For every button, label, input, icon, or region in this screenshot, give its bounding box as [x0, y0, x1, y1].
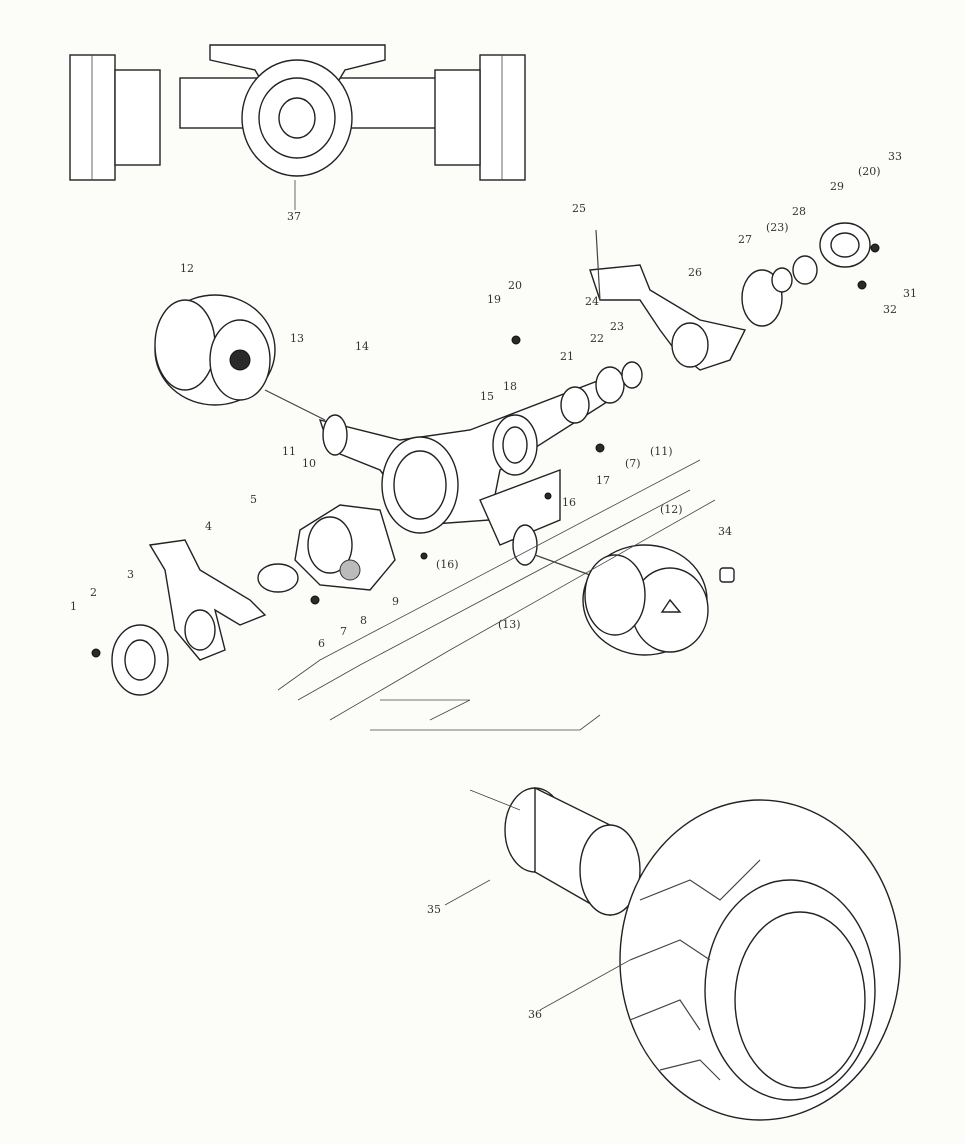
- callout-27: 27: [738, 233, 752, 246]
- callout-7: 7: [340, 625, 347, 638]
- callout-3: 3: [127, 568, 134, 581]
- callout-19: 19: [487, 293, 501, 306]
- callout-p12: (12): [660, 503, 683, 516]
- callout-37: 37: [287, 210, 301, 223]
- callout-28: 28: [792, 205, 806, 218]
- callout-p16: (16): [436, 558, 459, 571]
- callout-34: 34: [718, 525, 732, 538]
- callout-1: 1: [70, 600, 77, 613]
- differential-drawing: [257, 504, 396, 593]
- callout-22: 22: [590, 332, 604, 345]
- callout-23: 23: [610, 320, 624, 333]
- wheel-rim-drawing: [504, 786, 641, 917]
- callout-17: 17: [596, 474, 610, 487]
- callout-32: 32: [883, 303, 897, 316]
- callout-p20: (20): [858, 165, 881, 178]
- callout-31: 31: [903, 287, 917, 300]
- callout-20: 20: [508, 279, 522, 292]
- callout-12: 12: [180, 262, 194, 275]
- callout-25: 25: [572, 202, 586, 215]
- wheel-reducer-left-drawing: [154, 294, 276, 406]
- callout-p13: (13): [498, 618, 521, 631]
- axle-housing-drawing: [264, 379, 611, 576]
- callout-26: 26: [688, 266, 702, 279]
- callout-4: 4: [205, 520, 212, 533]
- callout-15: 15: [480, 390, 494, 403]
- support-bracket-right-drawing: [589, 264, 747, 371]
- wheel-reducer-right-drawing: [582, 544, 709, 656]
- callout-33: 33: [888, 150, 902, 163]
- support-bracket-left-drawing: [148, 539, 267, 661]
- callout-6: 6: [318, 637, 325, 650]
- tire-drawing: [619, 799, 901, 1121]
- callout-21: 21: [560, 350, 574, 363]
- callout-10: 10: [302, 457, 316, 470]
- callout-labels: 1 2 3 4 5 6 7 8 9 10 11 12 13 14 15 16 1…: [70, 150, 917, 1021]
- callout-14: 14: [355, 340, 369, 353]
- callout-11: 11: [282, 445, 296, 458]
- callout-2: 2: [90, 586, 97, 599]
- callout-29: 29: [830, 180, 844, 193]
- callout-18: 18: [503, 380, 517, 393]
- callout-8: 8: [360, 614, 367, 627]
- seals-and-washers-drawing: [91, 222, 880, 696]
- callout-p11: (11): [650, 445, 673, 458]
- leader-lines: [277, 180, 716, 1011]
- callout-13: 13: [290, 332, 304, 345]
- callout-24: 24: [585, 295, 599, 308]
- callout-p23: (23): [766, 221, 789, 234]
- callout-p7: (7): [625, 457, 641, 470]
- assembled-axle-drawing: [69, 44, 526, 181]
- callout-36: 36: [528, 1008, 542, 1021]
- callout-16: 16: [562, 496, 576, 509]
- callout-9: 9: [392, 595, 399, 608]
- callout-35: 35: [427, 903, 441, 916]
- callout-5: 5: [250, 493, 257, 506]
